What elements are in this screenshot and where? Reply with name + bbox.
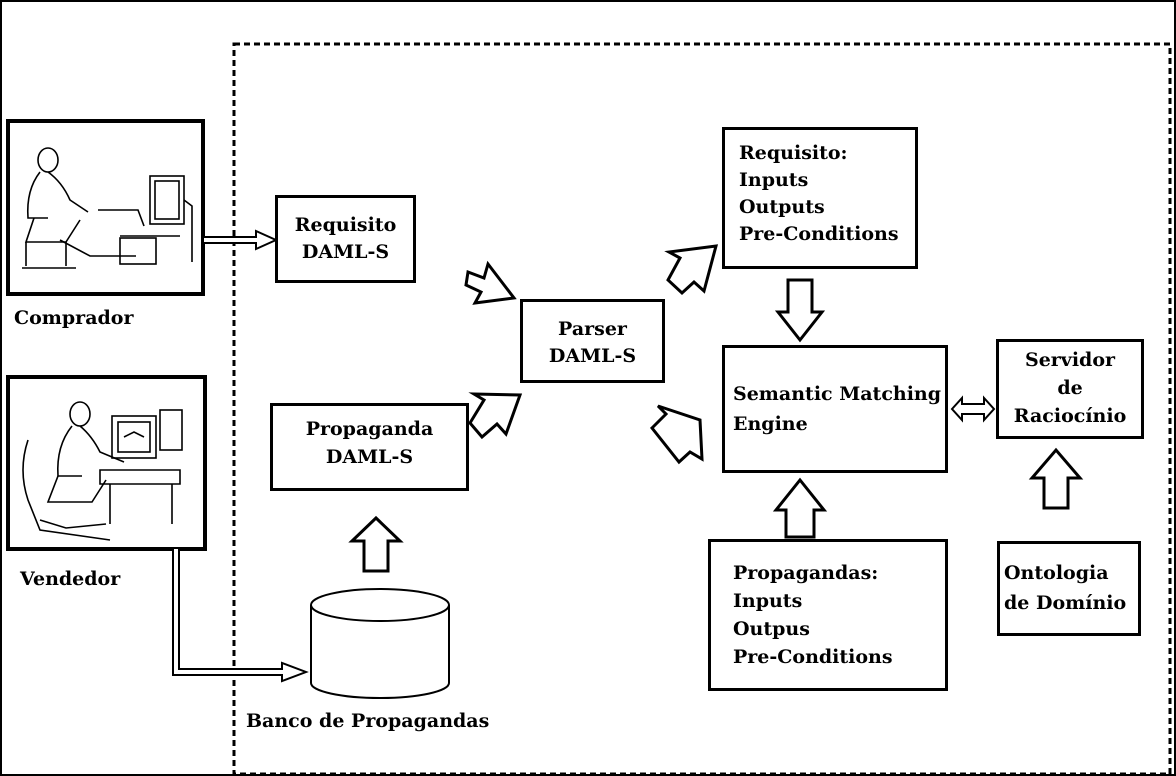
parser-line-1: Parser [558, 318, 627, 340]
propagandas-detail-line-1: Propagandas: [733, 562, 879, 584]
arrow-propaganda-to-parser [468, 392, 523, 440]
seller-person-icon [22, 401, 183, 541]
ontologia-box: Ontologia de Domínio [997, 541, 1141, 636]
propaganda-daml-box: Propaganda DAML-S [270, 403, 469, 491]
servidor-line-1: Servidor [1024, 349, 1116, 371]
propaganda-daml-line-1: Propaganda [305, 418, 434, 440]
parser-box: Parser DAML-S [520, 299, 665, 383]
propagandas-detail-line-2: Inputs [733, 590, 803, 612]
requisito-detail-line-2: Inputs [739, 169, 809, 191]
propagandas-detail-line-4: Pre-Conditions [733, 646, 893, 668]
propagandas-detail-box: Propagandas: Inputs Outpus Pre-Condition… [708, 539, 948, 691]
requisito-detail-line-3: Outputs [739, 196, 825, 218]
requisito-daml-box: Requisito DAML-S [275, 195, 416, 283]
requisito-detail-box: Requisito: Inputs Outputs Pre-Conditions [722, 127, 918, 269]
arrow-requisito-detail-to-engine [774, 278, 826, 343]
arrow-seller-to-database [172, 549, 309, 683]
servidor-box: Servidor de Raciocínio [996, 339, 1144, 439]
database-label: Banco de Propagandas [246, 710, 490, 732]
arrow-buyer-to-requisito [202, 229, 279, 251]
matching-engine-line-2: Engine [733, 413, 808, 435]
buyer-label: Comprador [14, 307, 134, 329]
ontologia-line-2: de Domínio [1004, 592, 1127, 614]
arrow-ontologia-to-servidor [1028, 447, 1084, 510]
arrow-engine-servidor-bidirectional [950, 395, 996, 423]
servidor-line-3: Raciocínio [1013, 405, 1127, 427]
seller-label: Vendedor [20, 568, 121, 590]
matching-engine-box: Semantic Matching Engine [722, 345, 948, 473]
requisito-detail-line-1: Requisito: [739, 142, 848, 164]
buyer-illustration-frame [6, 119, 205, 296]
arrow-requisito-to-parser [464, 260, 517, 305]
propagandas-detail-line-3: Outpus [733, 618, 810, 640]
arrow-propagandas-detail-to-engine [772, 477, 828, 539]
ontologia-line-1: Ontologia [1004, 562, 1109, 584]
arrow-database-to-propaganda [348, 515, 404, 573]
database-cylinder [310, 588, 450, 699]
parser-line-2: DAML-S [548, 345, 637, 367]
buyer-person-icon [22, 147, 193, 269]
requisito-daml-line-1: Requisito [294, 214, 397, 236]
servidor-line-2: de [1057, 377, 1083, 399]
matching-engine-line-1: Semantic Matching [733, 383, 942, 405]
propaganda-daml-line-2: DAML-S [325, 446, 414, 468]
requisito-daml-line-2: DAML-S [301, 241, 390, 263]
arrow-parser-to-engine [649, 404, 704, 465]
system-boundary [232, 42, 1172, 776]
requisito-detail-line-4: Pre-Conditions [739, 223, 899, 245]
arrow-parser-to-requisito-detail [664, 244, 719, 296]
